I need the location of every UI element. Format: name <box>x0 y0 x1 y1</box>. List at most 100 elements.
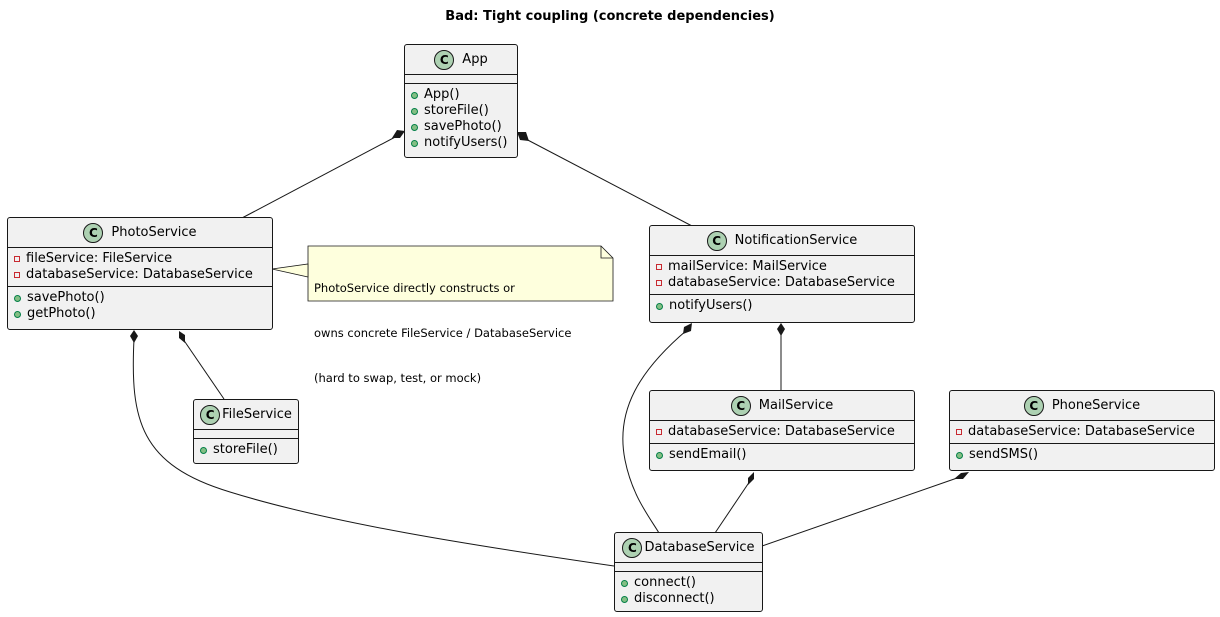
class-name: MailService <box>758 398 834 413</box>
class-header: C NotificationService <box>650 226 914 256</box>
fields-section: fileService: FileService databaseService… <box>8 248 272 287</box>
fields-section <box>615 563 762 572</box>
field-row: databaseService: DatabaseService <box>950 424 1214 440</box>
method-row: getPhoto() <box>8 306 272 322</box>
public-icon <box>200 446 207 454</box>
diagram-title: Bad: Tight coupling (concrete dependenci… <box>445 9 775 24</box>
note: PhotoService directly constructs or owns… <box>314 251 571 401</box>
class-file-service: C FileService storeFile() <box>193 399 299 464</box>
diamond-photo-database <box>130 330 138 343</box>
note-shape <box>307 245 614 302</box>
diamond-mail-database <box>748 472 754 485</box>
public-icon <box>411 91 418 99</box>
field-row: fileService: FileService <box>8 251 272 267</box>
class-name: FileService <box>222 407 292 422</box>
fields-section <box>405 75 517 84</box>
edge-notification-database <box>622 329 688 534</box>
method-row: App() <box>405 87 517 103</box>
method-row: sendSMS() <box>950 447 1214 463</box>
fields-section <box>194 430 298 439</box>
method-row: connect() <box>615 575 762 591</box>
diamond-notification-database <box>683 323 692 334</box>
note-line: (hard to swap, test, or mock) <box>314 371 482 385</box>
methods-section: connect() disconnect() <box>615 572 762 610</box>
diamond-notification-mail <box>777 323 785 336</box>
method-row: notifyUsers() <box>650 298 914 314</box>
class-header: C PhotoService <box>8 218 272 248</box>
note-connector <box>271 263 309 278</box>
edge-app-notification <box>521 136 693 227</box>
methods-section: notifyUsers() <box>650 295 914 317</box>
note-line: PhotoService directly constructs or <box>314 281 515 295</box>
methods-section: sendEmail() <box>650 444 914 466</box>
diamond-photo-file <box>179 331 185 343</box>
diamond-app-photo <box>392 130 405 138</box>
public-icon <box>656 451 663 459</box>
fields-section: databaseService: DatabaseService <box>650 421 914 444</box>
class-app: C App App() storeFile() savePhoto() noti… <box>404 44 518 158</box>
field-row: databaseService: DatabaseService <box>8 267 272 283</box>
edge-app-photo <box>241 134 400 219</box>
note-fold <box>600 246 613 259</box>
class-badge-icon: C <box>622 537 643 558</box>
public-icon <box>656 302 663 310</box>
class-badge-icon: C <box>200 404 221 425</box>
private-icon <box>14 256 20 262</box>
class-name: DatabaseService <box>644 540 755 555</box>
class-badge-icon: C <box>730 395 751 416</box>
method-row: storeFile() <box>194 442 298 458</box>
class-badge-icon: C <box>1023 395 1044 416</box>
public-icon <box>14 294 21 302</box>
class-mail-service: C MailService databaseService: DatabaseS… <box>649 390 915 471</box>
methods-section: savePhoto() getPhoto() <box>8 287 272 325</box>
method-row: notifyUsers() <box>405 135 517 151</box>
class-database-service: C DatabaseService connect() disconnect() <box>614 532 763 612</box>
diamond-phone-database <box>954 472 969 479</box>
class-header: C DatabaseService <box>615 533 762 563</box>
methods-section: sendSMS() <box>950 444 1214 466</box>
private-icon <box>656 429 662 435</box>
class-badge-icon: C <box>434 49 455 70</box>
method-row: savePhoto() <box>405 119 517 135</box>
class-photo-service: C PhotoService fileService: FileService … <box>7 217 273 330</box>
class-badge-icon: C <box>706 230 727 251</box>
public-icon <box>621 595 628 603</box>
edge-mail-database <box>714 480 751 534</box>
private-icon <box>656 264 662 270</box>
public-icon <box>411 123 418 131</box>
class-header: C App <box>405 45 517 75</box>
class-notification-service: C NotificationService mailService: MailS… <box>649 225 915 323</box>
class-name: PhoneService <box>1051 398 1141 413</box>
field-row: mailService: MailService <box>650 259 914 275</box>
note-line: owns concrete FileService / DatabaseServ… <box>314 326 572 340</box>
edge-photo-database <box>132 338 615 567</box>
public-icon <box>956 451 963 459</box>
public-icon <box>621 579 628 587</box>
private-icon <box>956 429 962 435</box>
field-row: databaseService: DatabaseService <box>650 424 914 440</box>
public-icon <box>14 310 21 318</box>
class-name: PhotoService <box>111 225 197 240</box>
class-name: App <box>462 52 488 67</box>
class-badge-icon: C <box>83 222 104 243</box>
public-icon <box>411 139 418 147</box>
fields-section: mailService: MailService databaseService… <box>650 256 914 295</box>
private-icon <box>14 272 20 278</box>
method-row: storeFile() <box>405 103 517 119</box>
edge-phone-database <box>761 476 961 547</box>
field-row: databaseService: DatabaseService <box>650 275 914 291</box>
method-row: sendEmail() <box>650 447 914 463</box>
class-header: C FileService <box>194 400 298 430</box>
methods-section: App() storeFile() savePhoto() notifyUser… <box>405 84 517 154</box>
method-row: disconnect() <box>615 591 762 607</box>
class-name: NotificationService <box>734 233 858 248</box>
methods-section: storeFile() <box>194 439 298 461</box>
class-header: C PhoneService <box>950 391 1214 421</box>
private-icon <box>656 280 662 286</box>
fields-section: databaseService: DatabaseService <box>950 421 1214 444</box>
public-icon <box>411 107 418 115</box>
diamond-app-notification <box>517 132 529 141</box>
edge-photo-file <box>182 338 225 400</box>
class-phone-service: C PhoneService databaseService: Database… <box>949 390 1215 471</box>
